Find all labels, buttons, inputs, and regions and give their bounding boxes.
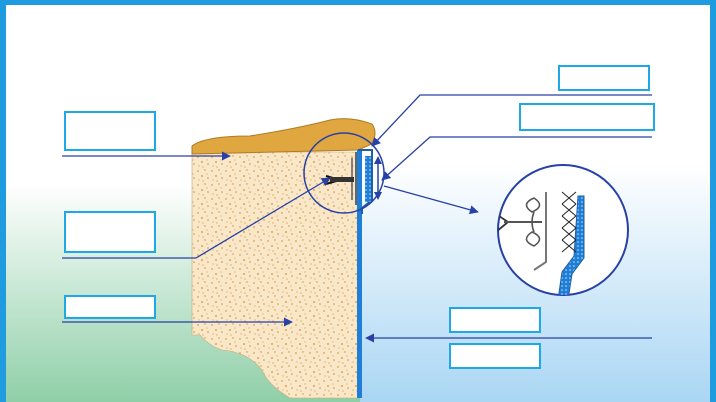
liner-top-profile	[358, 149, 373, 214]
label-box-soil	[64, 295, 156, 319]
label-box-anchor	[64, 211, 156, 253]
label-box-top-right-2	[519, 103, 655, 131]
magnifier-callout-icon	[497, 164, 629, 296]
leader-anchor	[62, 177, 331, 259]
leader-top-right-2	[381, 136, 652, 181]
coping-stone	[191, 118, 376, 155]
label-box-coping	[64, 111, 156, 151]
double-arrow-icon	[374, 156, 382, 200]
soil-block	[191, 151, 359, 399]
label-box-liner-1	[449, 307, 541, 333]
leader-top-right-1	[371, 94, 652, 147]
liner-dotted-strip	[365, 156, 371, 202]
label-box-top-right-1	[558, 65, 650, 91]
pool-liner	[357, 150, 362, 398]
leader-callout	[383, 185, 479, 215]
label-box-liner-2	[449, 343, 541, 369]
